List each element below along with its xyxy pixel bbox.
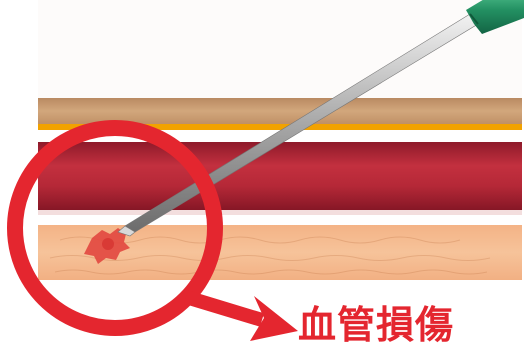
arrow-down-right-icon: [186, 296, 298, 341]
vessel-wall: [38, 210, 522, 215]
blood-vessel: [38, 142, 522, 210]
background-area: [38, 0, 522, 98]
tissue-gap-lower: [38, 215, 522, 225]
vascular-injury-label: 血管損傷: [298, 302, 520, 348]
